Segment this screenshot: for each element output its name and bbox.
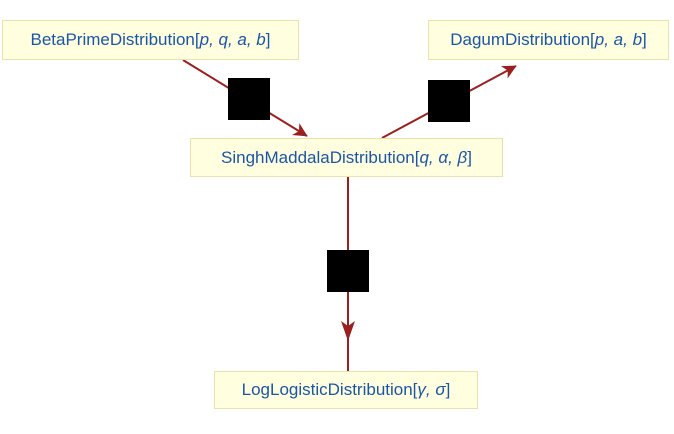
node-label-suffix: ] bbox=[642, 30, 647, 49]
node-params: γ, σ bbox=[417, 380, 446, 399]
node-label-prefix: BetaPrimeDistribution[ bbox=[30, 30, 200, 49]
node-params: q, α, β bbox=[419, 147, 468, 167]
node-label-suffix: ] bbox=[265, 30, 271, 49]
edge-label-black-square bbox=[428, 80, 470, 122]
node-singhmaddala-distribution[interactable]: SinghMaddalaDistribution[q, α, β] bbox=[190, 138, 503, 177]
node-label-prefix: SinghMaddalaDistribution[ bbox=[221, 147, 420, 167]
node-label-prefix: LogLogisticDistribution[ bbox=[241, 380, 418, 399]
node-params: p, q, a, b bbox=[199, 30, 266, 49]
node-dagum-distribution[interactable]: DagumDistribution[p, a, b] bbox=[428, 20, 669, 60]
node-label-prefix: DagumDistribution[ bbox=[450, 30, 595, 49]
node-label-suffix: ] bbox=[445, 380, 451, 399]
node-loglogistic-distribution[interactable]: LogLogisticDistribution[γ, σ] bbox=[214, 371, 478, 409]
edge-label-black-square bbox=[327, 250, 369, 292]
edge-label-black-square bbox=[228, 78, 270, 120]
node-label-suffix: ] bbox=[467, 147, 472, 167]
node-betaprime-distribution[interactable]: BetaPrimeDistribution[p, q, a, b] bbox=[2, 20, 299, 60]
node-params: p, a, b bbox=[594, 30, 643, 49]
edge-arrowhead-down-icon bbox=[341, 321, 355, 341]
